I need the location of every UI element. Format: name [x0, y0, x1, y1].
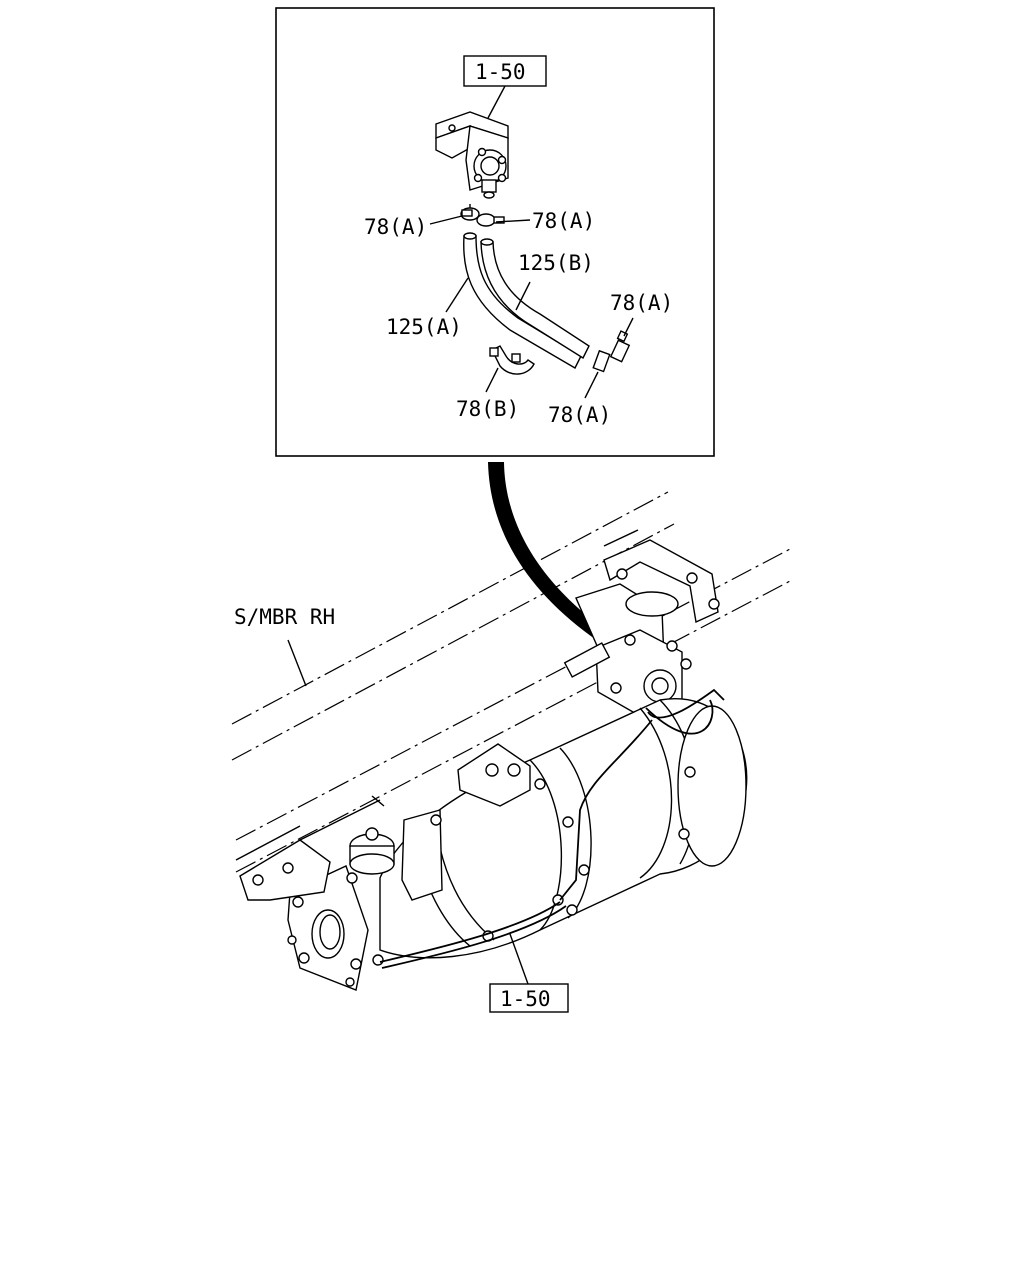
callout-top-label: 1-50: [475, 60, 526, 84]
leader-clip-left: [429, 215, 463, 225]
t-joint-clip: [460, 204, 505, 227]
label-clip-right: 78(A): [532, 209, 595, 233]
label-clip-left: 78(A): [364, 215, 427, 239]
leader-side-member: [287, 639, 307, 687]
main-sensor: [563, 583, 692, 717]
leader-clamp-b: [485, 367, 499, 393]
dpf-muffler: [287, 688, 748, 991]
callout-box-bottom: [489, 983, 569, 1013]
callout-bottom-label: 1-50: [500, 987, 551, 1011]
label-side-member: S/MBR RH: [234, 605, 335, 629]
label-hose-a: 125(A): [386, 315, 462, 339]
clip-lower-right: [592, 349, 611, 373]
leader-clip-lower-right: [584, 371, 599, 399]
leader-clip-right: [495, 219, 531, 223]
leader-hose-b: [515, 281, 531, 311]
label-clip-upper-right: 78(A): [610, 291, 673, 315]
label-hose-b: 125(B): [518, 251, 594, 275]
leader-clip-upper-right: [623, 317, 634, 337]
hose-125b: [480, 238, 590, 360]
leader-hose-a: [445, 277, 469, 313]
clamp-78b: [489, 345, 535, 375]
callout-top-leader: [487, 85, 506, 119]
label-clamp-b: 78(B): [456, 397, 519, 421]
detail-view: 1-50: [275, 7, 715, 457]
callout-bottom-leader: [509, 933, 529, 985]
detail-frame: [275, 7, 715, 457]
main-view: S/MBR RH: [231, 491, 793, 1013]
sensor-bracket: [435, 111, 509, 199]
label-clip-lower-right: 78(A): [548, 403, 611, 427]
